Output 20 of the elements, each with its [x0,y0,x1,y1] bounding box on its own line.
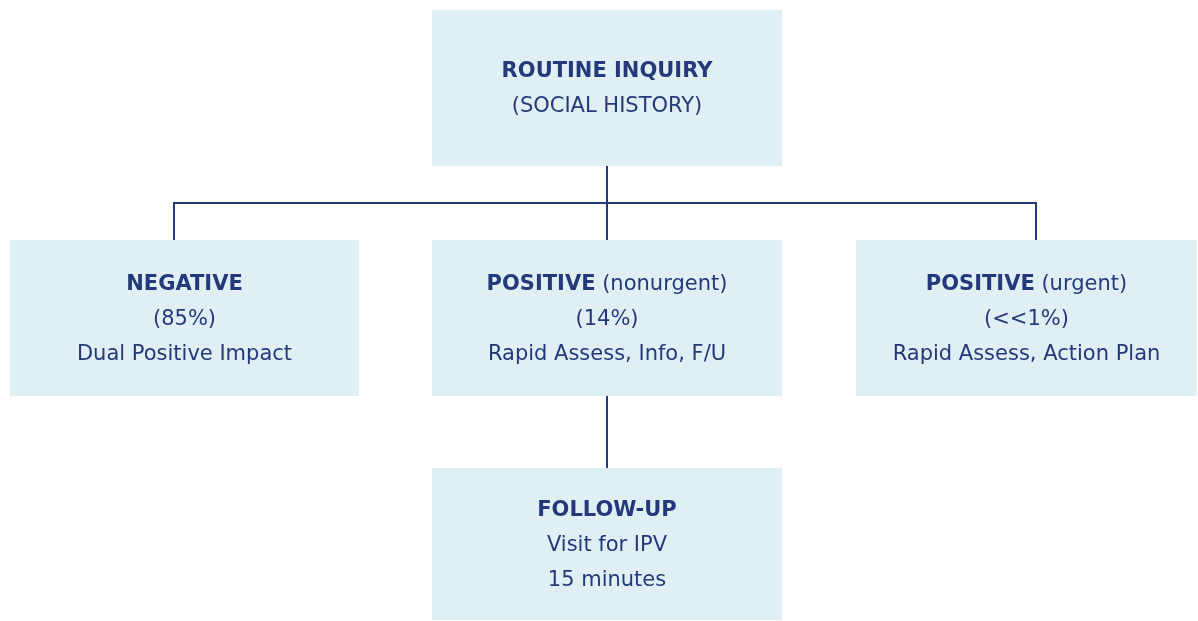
process-box [10,240,359,396]
box-text: Visit for IPV [546,530,668,558]
box-heading: ROUTINE INQUIRY [501,57,713,84]
box-text: Dual Positive Impact [76,339,293,367]
box-text: (14%) [575,304,639,332]
box-text: Rapid Assess, Action Plan [892,339,1161,367]
box-text: (<<1%) [984,304,1069,332]
box-text: (SOCIAL HISTORY) [511,92,703,119]
process-box [856,240,1197,396]
box-text: (85%) [152,304,217,332]
box-text: 15 minutes [547,565,667,593]
box-heading: NEGATIVE [126,269,243,297]
box-heading: POSITIVE (urgent) [925,269,1128,297]
process-box [432,240,782,396]
box-heading: FOLLOW-UP [537,495,677,523]
process-box [432,468,782,620]
process-box [432,10,782,166]
box-text: Rapid Assess, Info, F/U [487,339,727,367]
connector-line [606,395,608,469]
box-heading: POSITIVE (nonurgent) [486,269,728,297]
